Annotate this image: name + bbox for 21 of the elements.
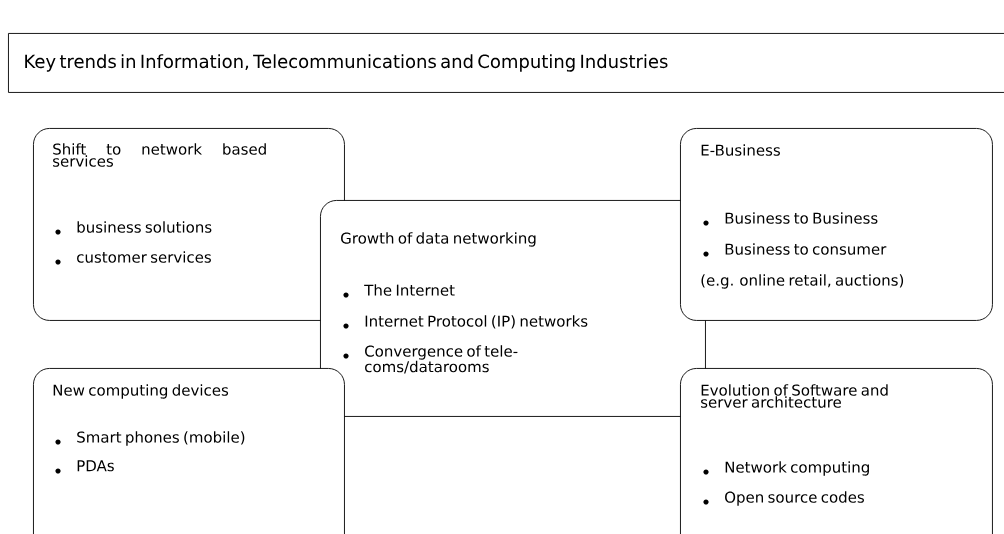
list-item: Business to consumer	[725, 243, 887, 255]
box-heading: Shift to network based services	[53, 143, 266, 167]
box-heading: New computing devices	[53, 384, 229, 399]
list-item: The Internet	[364, 284, 455, 296]
rounded-box	[33, 368, 345, 534]
list-item: PDAs	[77, 460, 114, 472]
box-heading: E-Business	[701, 144, 780, 156]
box-heading: Growth of data networking	[341, 232, 536, 247]
list-item: Convergence of tele-coms/datarooms	[365, 345, 518, 374]
title-box: Key trends in Information, Telecommunications and Computing Industries	[8, 33, 1004, 93]
rounded-box	[680, 368, 993, 534]
list-item: Business to Business	[725, 212, 878, 224]
list-item: Open source codes	[725, 491, 864, 506]
list-item: customer services	[77, 251, 211, 263]
list-item: (e.g. online retail, auctions)	[701, 274, 904, 289]
box-heading: Evolution of Software and server architecture	[701, 384, 888, 408]
list-item: Network computing	[725, 461, 869, 476]
list-item: Smart phones (mobile)	[77, 431, 245, 446]
list-item: business solutions	[77, 221, 212, 233]
list-item: Internet Protocol (IP) networks	[365, 315, 588, 329]
rounded-box	[680, 128, 993, 321]
